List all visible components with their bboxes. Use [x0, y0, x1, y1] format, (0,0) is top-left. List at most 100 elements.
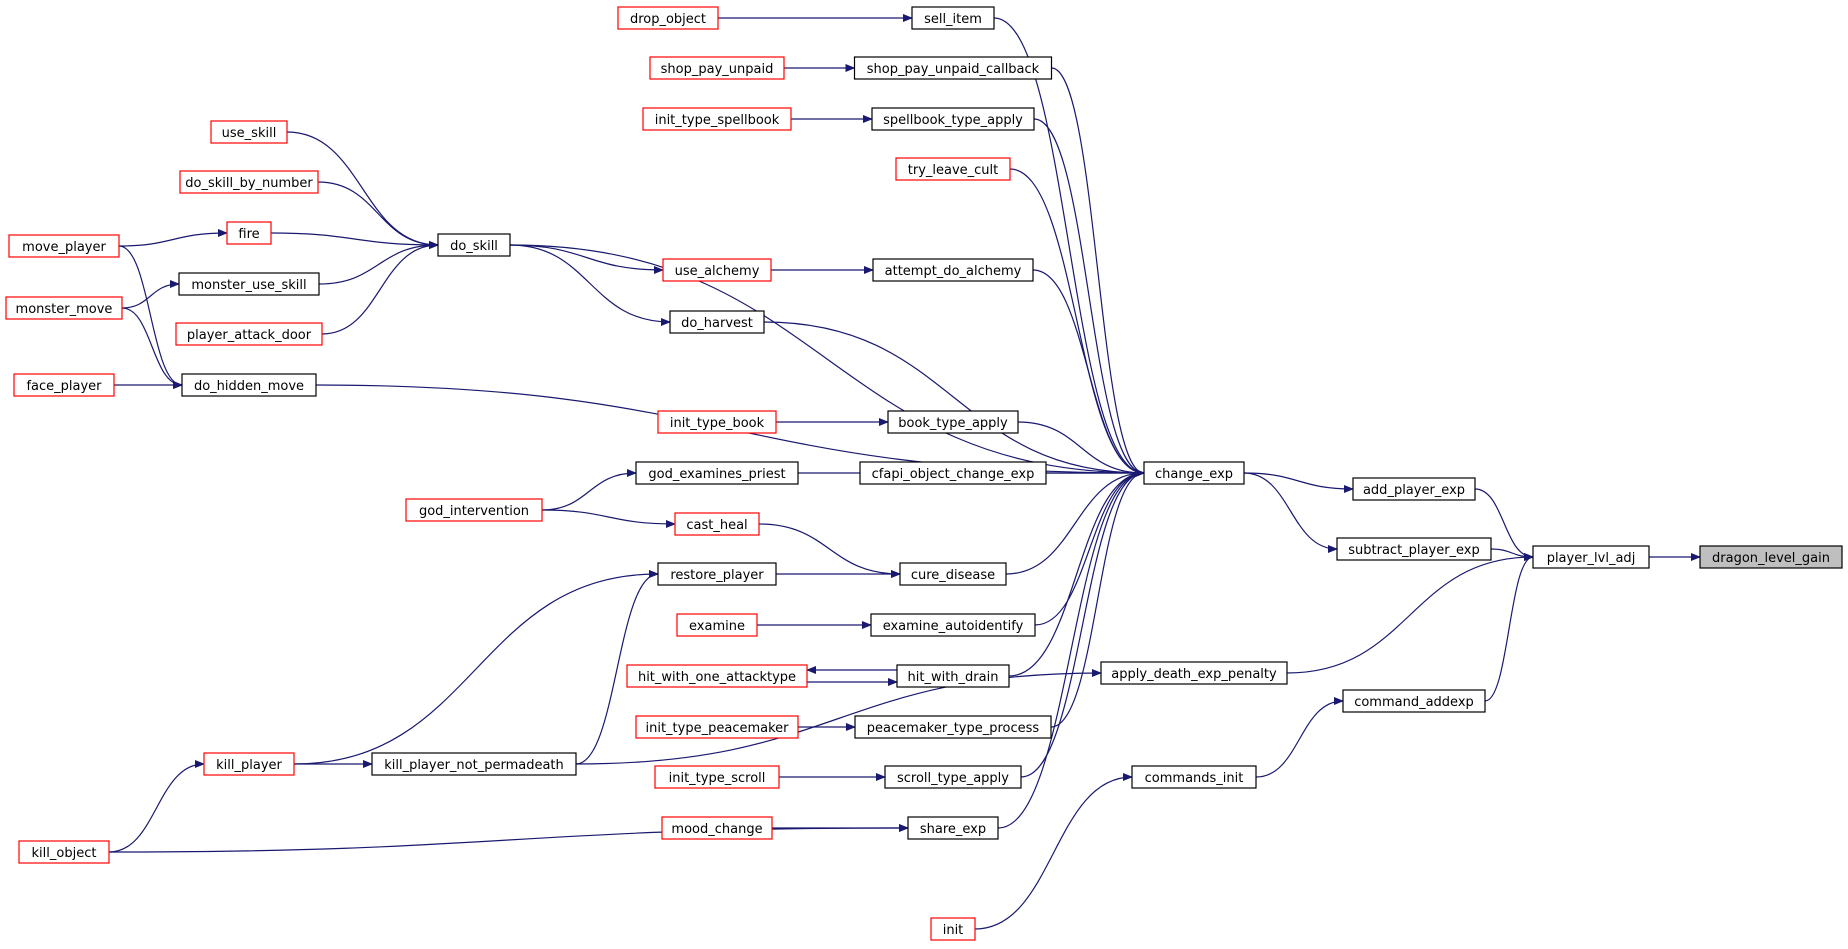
node-label: examine — [689, 619, 745, 634]
node-try-leave-cult[interactable]: try_leave_cult — [895, 157, 1011, 181]
node-do-skill-by-number[interactable]: do_skill_by_number — [179, 170, 319, 194]
node-label: use_alchemy — [675, 264, 760, 279]
node-apply-death-exp-penalty[interactable]: apply_death_exp_penalty — [1100, 661, 1288, 685]
node-init-type-book[interactable]: init_type_book — [657, 410, 777, 434]
node-label: cfapi_object_change_exp — [872, 467, 1035, 482]
node-share-exp[interactable]: share_exp — [907, 816, 999, 840]
node-commands-init[interactable]: commands_init — [1131, 765, 1257, 789]
node-label: do_hidden_move — [194, 379, 304, 394]
edge-spellbook-type-apply-to-change-exp — [1033, 118, 1145, 477]
edge-kill-object-to-share-exp — [108, 824, 909, 853]
edge-scroll-type-apply-to-change-exp — [1020, 469, 1145, 778]
node-use-skill[interactable]: use_skill — [210, 120, 288, 144]
edge-player-attack-door-to-do-skill — [321, 241, 439, 335]
node-box — [676, 613, 758, 637]
node-sell-item[interactable]: sell_item — [911, 6, 995, 30]
node-label: kill_player — [216, 758, 282, 773]
node-change-exp[interactable]: change_exp — [1143, 461, 1245, 485]
node-player-lvl-adj[interactable]: player_lvl_adj — [1532, 545, 1650, 569]
node-box — [669, 310, 765, 334]
node-spellbook-type-apply[interactable]: spellbook_type_apply — [871, 107, 1035, 131]
node-drop-object[interactable]: drop_object — [617, 6, 719, 30]
node-hit-with-one-attacktype[interactable]: hit_with_one_attacktype — [626, 664, 808, 688]
node-book-type-apply[interactable]: book_type_apply — [887, 410, 1019, 434]
node-fire[interactable]: fire — [226, 221, 272, 245]
node-attempt-do-alchemy[interactable]: attempt_do_alchemy — [872, 258, 1034, 282]
node-subtract-player-exp[interactable]: subtract_player_exp — [1336, 537, 1492, 561]
node-use-alchemy[interactable]: use_alchemy — [662, 258, 772, 282]
edge-cast-heal-to-cure-disease — [758, 523, 901, 578]
node-do-harvest[interactable]: do_harvest — [669, 310, 765, 334]
node-label: restore_player — [670, 568, 764, 583]
node-examine[interactable]: examine — [676, 613, 758, 637]
node-dragon-level-gain: dragon_level_gain — [1699, 545, 1843, 569]
edge-attempt-do-alchemy-to-change-exp — [1032, 269, 1145, 477]
node-box — [642, 107, 792, 131]
edge-fire-to-do-skill — [270, 232, 439, 249]
edge-apply-death-exp-penalty-to-player-lvl-adj — [1286, 553, 1534, 674]
node-god-examines-priest[interactable]: god_examines_priest — [635, 461, 799, 485]
node-do-skill[interactable]: do_skill — [437, 233, 511, 257]
edge-do-skill-to-use-alchemy — [509, 244, 664, 274]
edge-god-intervention-to-cast-heal — [541, 509, 676, 528]
node-shop-pay-unpaid[interactable]: shop_pay_unpaid — [649, 56, 785, 80]
node-player-attack-door[interactable]: player_attack_door — [175, 322, 323, 346]
node-label: monster_use_skill — [191, 278, 306, 293]
node-peacemaker-type-process[interactable]: peacemaker_type_process — [854, 715, 1052, 739]
node-box — [617, 6, 719, 30]
node-label: commands_init — [1145, 771, 1244, 786]
node-shop-pay-unpaid-callback[interactable]: shop_pay_unpaid_callback — [853, 56, 1053, 80]
node-label: kill_player_not_permadeath — [384, 758, 564, 773]
node-box — [18, 840, 110, 864]
node-box — [5, 296, 123, 320]
node-label: player_lvl_adj — [1547, 551, 1636, 566]
node-label: try_leave_cult — [908, 163, 999, 178]
edge-cure-disease-to-change-exp — [1005, 469, 1145, 575]
node-box — [895, 157, 1011, 181]
node-label: init_type_scroll — [669, 771, 766, 786]
node-restore-player[interactable]: restore_player — [657, 562, 777, 586]
node-box — [178, 272, 320, 296]
node-label: use_skill — [222, 126, 277, 141]
node-monster-use-skill[interactable]: monster_use_skill — [178, 272, 320, 296]
node-hit-with-drain[interactable]: hit_with_drain — [896, 664, 1010, 688]
node-label: do_skill_by_number — [185, 176, 313, 191]
node-kill-player[interactable]: kill_player — [203, 752, 295, 776]
node-move-player[interactable]: move_player — [8, 234, 120, 258]
node-label: command_addexp — [1354, 695, 1474, 710]
node-box — [661, 816, 773, 840]
node-scroll-type-apply[interactable]: scroll_type_apply — [884, 765, 1022, 789]
node-box — [911, 6, 995, 30]
node-init-type-peacemaker[interactable]: init_type_peacemaker — [635, 715, 799, 739]
node-face-player[interactable]: face_player — [13, 373, 115, 397]
node-mood-change[interactable]: mood_change — [661, 816, 773, 840]
node-box — [226, 221, 272, 245]
node-box — [203, 752, 295, 776]
node-label: init_type_peacemaker — [646, 721, 790, 736]
node-cast-heal[interactable]: cast_heal — [674, 512, 760, 536]
node-init[interactable]: init — [930, 917, 976, 941]
node-box — [1143, 461, 1245, 485]
node-add-player-exp[interactable]: add_player_exp — [1352, 477, 1476, 501]
node-box — [8, 234, 120, 258]
node-monster-move[interactable]: monster_move — [5, 296, 123, 320]
node-box — [854, 715, 1052, 739]
node-cure-disease[interactable]: cure_disease — [899, 562, 1007, 586]
node-do-hidden-move[interactable]: do_hidden_move — [181, 373, 317, 397]
node-kill-player-not-permadeath[interactable]: kill_player_not_permadeath — [371, 752, 577, 776]
edge-change-exp-to-add-player-exp — [1243, 472, 1354, 493]
node-box — [657, 562, 777, 586]
node-god-intervention[interactable]: god_intervention — [405, 498, 543, 522]
node-label: share_exp — [920, 822, 986, 837]
node-command-addexp[interactable]: command_addexp — [1342, 689, 1486, 713]
node-examine-autoidentify[interactable]: examine_autoidentify — [870, 613, 1036, 637]
node-cfapi-object-change-exp[interactable]: cfapi_object_change_exp — [859, 461, 1047, 485]
node-box — [179, 170, 319, 194]
node-kill-object[interactable]: kill_object — [18, 840, 110, 864]
edge-commands-init-to-command-addexp — [1255, 697, 1344, 778]
node-init-type-spellbook[interactable]: init_type_spellbook — [642, 107, 792, 131]
node-box — [654, 765, 780, 789]
node-label: book_type_apply — [898, 416, 1008, 431]
node-init-type-scroll[interactable]: init_type_scroll — [654, 765, 780, 789]
edge-examine-autoidentify-to-change-exp — [1034, 469, 1145, 626]
